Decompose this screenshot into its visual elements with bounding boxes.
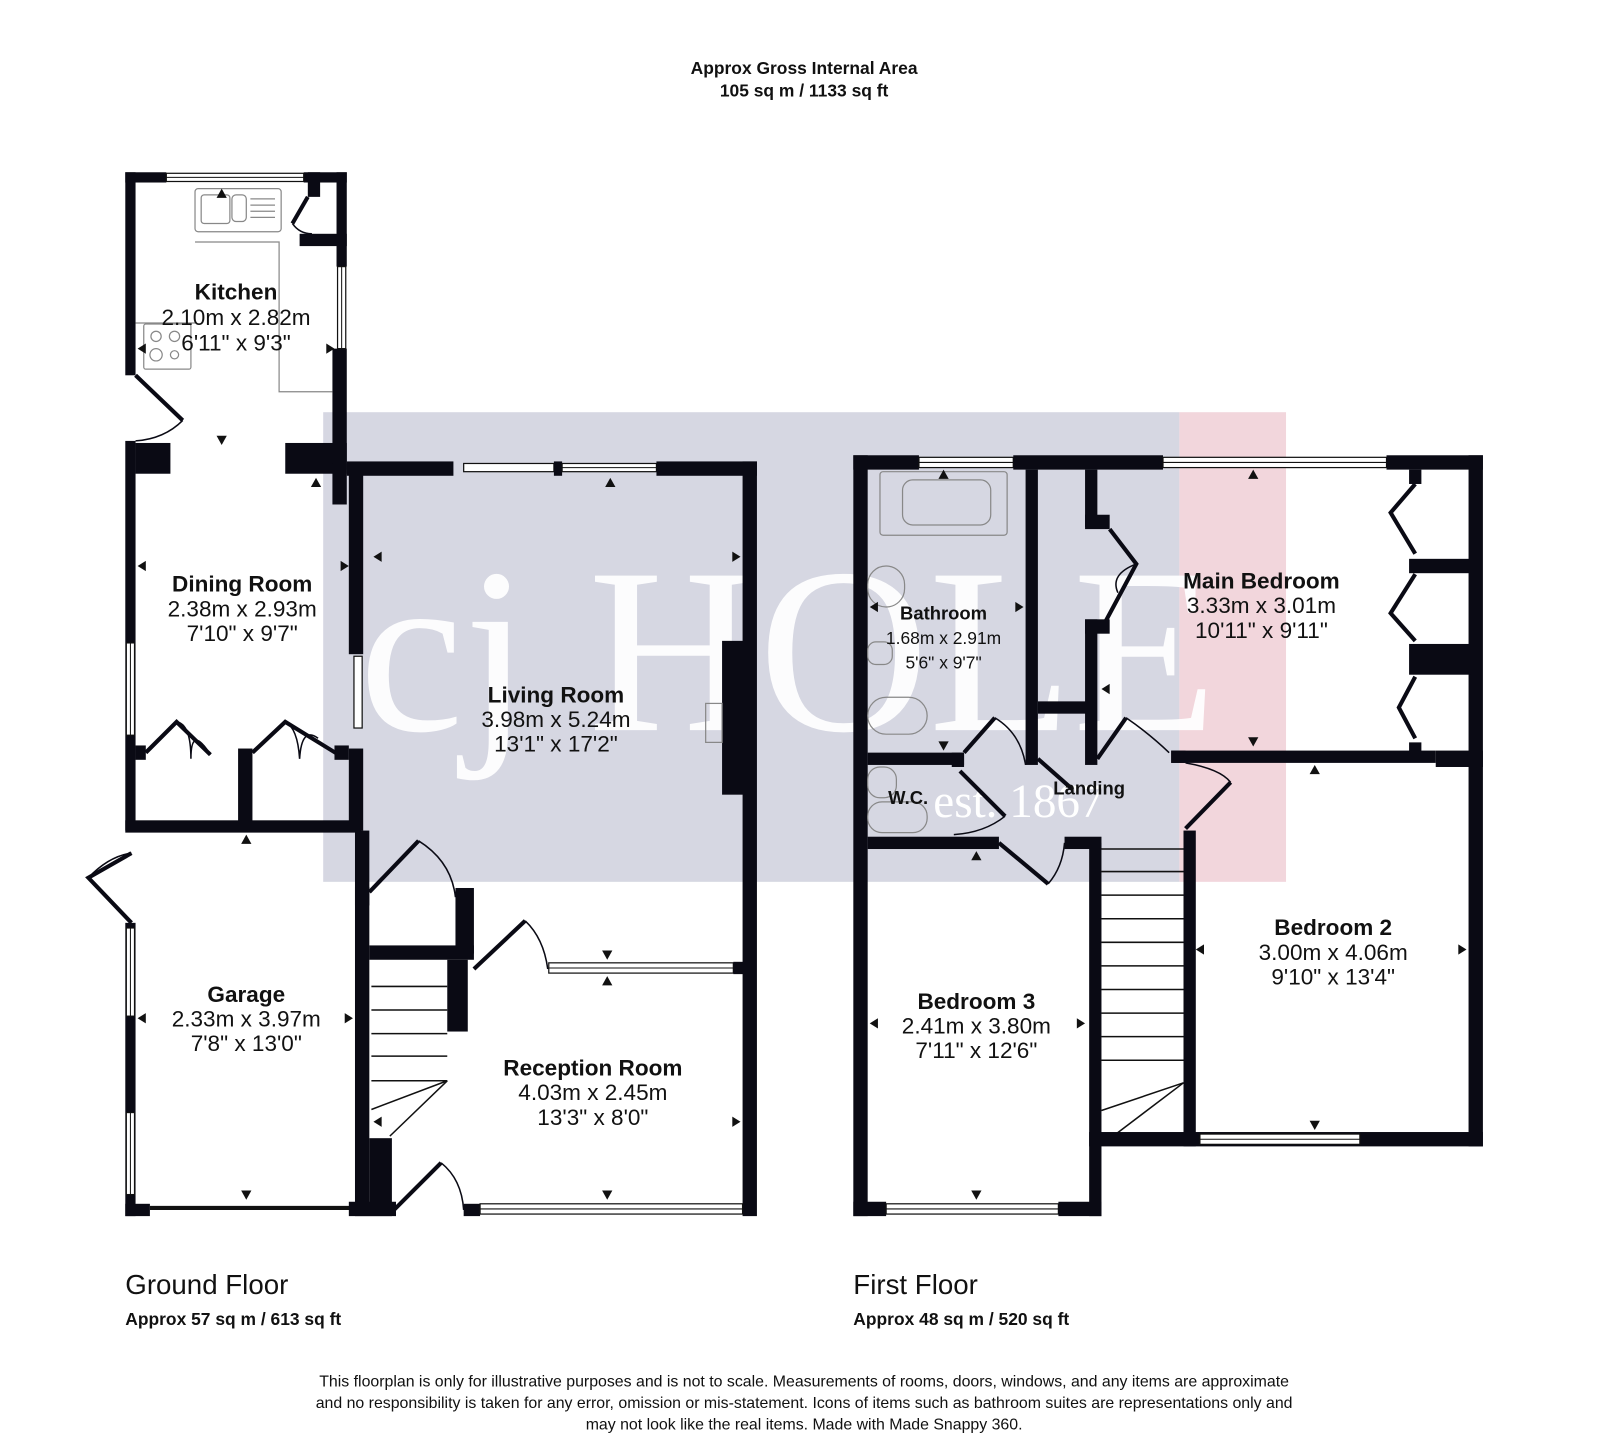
svg-text:7'10" x 9'7": 7'10" x 9'7" <box>187 621 298 646</box>
svg-text:2.38m x 2.93m: 2.38m x 2.93m <box>168 596 317 621</box>
svg-text:Dining Room: Dining Room <box>172 572 312 597</box>
svg-text:2.10m x 2.82m: 2.10m x 2.82m <box>161 305 310 330</box>
watermark-logo: cj HOLE est. 1867 <box>359 521 1217 828</box>
svg-text:4.03m x 2.45m: 4.03m x 2.45m <box>518 1080 667 1105</box>
ground-floor-title: Ground Floor <box>125 1269 288 1300</box>
room-label-landing: Landing <box>1053 778 1125 799</box>
svg-text:Main Bedroom: Main Bedroom <box>1183 569 1340 594</box>
svg-text:2.33m x 3.97m: 2.33m x 3.97m <box>172 1006 321 1031</box>
watermark-brand: cj HOLE <box>359 521 1217 782</box>
svg-text:7'11" x 12'6": 7'11" x 12'6" <box>915 1038 1037 1063</box>
room-label-wc: W.C. <box>888 787 928 808</box>
room-label-living-room: Living Room 3.98m x 5.24m 13'1" x 17'2" <box>481 682 630 756</box>
room-label-dining-room: Dining Room 2.38m x 2.93m 7'10" x 9'7" <box>168 572 317 646</box>
svg-text:Garage: Garage <box>207 982 285 1007</box>
svg-text:3.98m x 5.24m: 3.98m x 5.24m <box>481 707 630 732</box>
svg-text:2.41m x 3.80m: 2.41m x 3.80m <box>902 1014 1051 1039</box>
first-floor-plan <box>853 455 1483 1217</box>
room-label-bathroom: Bathroom 1.68m x 2.91m 5'6" x 9'7" <box>886 602 1001 672</box>
svg-text:7'8" x 13'0": 7'8" x 13'0" <box>191 1031 302 1056</box>
svg-text:1.68m x 2.91m: 1.68m x 2.91m <box>886 628 1001 648</box>
svg-text:Living Room: Living Room <box>488 682 625 707</box>
watermark-tagline: est. 1867 <box>933 776 1103 828</box>
room-label-reception-room: Reception Room 4.03m x 2.45m 13'3" x 8'0… <box>503 1056 682 1130</box>
svg-text:13'1" x 17'2": 13'1" x 17'2" <box>494 732 618 757</box>
gross-area-title: Approx Gross Internal Area <box>691 58 918 78</box>
svg-text:13'3" x 8'0": 13'3" x 8'0" <box>537 1105 648 1130</box>
svg-text:Bedroom 3: Bedroom 3 <box>917 989 1035 1014</box>
watermark-band-pink <box>1179 412 1287 882</box>
disclaimer-line-2: and no responsibility is taken for any e… <box>316 1395 1293 1412</box>
first-floor-area: Approx 48 sq m / 520 sq ft <box>853 1309 1069 1329</box>
svg-text:Kitchen: Kitchen <box>195 279 278 304</box>
first-floor-title: First Floor <box>853 1269 978 1300</box>
room-label-main-bedroom: Main Bedroom 3.33m x 3.01m 10'11" x 9'11… <box>1183 569 1340 643</box>
svg-text:3.00m x 4.06m: 3.00m x 4.06m <box>1259 940 1408 965</box>
svg-text:5'6" x 9'7": 5'6" x 9'7" <box>905 653 981 673</box>
gross-area-value: 105 sq m / 1133 sq ft <box>720 80 889 100</box>
ground-floor-plan <box>85 172 757 1217</box>
disclaimer-line-3: may not look like the real items. Made w… <box>586 1416 1023 1433</box>
room-label-bedroom-2: Bedroom 2 3.00m x 4.06m 9'10" x 13'4" <box>1259 915 1408 989</box>
svg-text:3.33m x 3.01m: 3.33m x 3.01m <box>1187 593 1336 618</box>
ground-floor-area: Approx 57 sq m / 613 sq ft <box>125 1309 341 1329</box>
svg-text:Bathroom: Bathroom <box>900 602 987 623</box>
svg-text:10'11" x 9'11": 10'11" x 9'11" <box>1195 618 1328 643</box>
room-label-garage: Garage 2.33m x 3.97m 7'8" x 13'0" <box>172 982 321 1056</box>
svg-text:6'11" x 9'3": 6'11" x 9'3" <box>181 331 290 356</box>
svg-text:Bedroom 2: Bedroom 2 <box>1274 915 1392 940</box>
room-label-kitchen: Kitchen 2.10m x 2.82m 6'11" x 9'3" <box>161 279 310 355</box>
svg-text:9'10" x 13'4": 9'10" x 13'4" <box>1271 964 1395 989</box>
disclaimer-line-1: This floorplan is only for illustrative … <box>319 1373 1289 1390</box>
room-label-bedroom-3: Bedroom 3 2.41m x 3.80m 7'11" x 12'6" <box>902 989 1051 1063</box>
svg-text:Reception Room: Reception Room <box>503 1056 682 1081</box>
